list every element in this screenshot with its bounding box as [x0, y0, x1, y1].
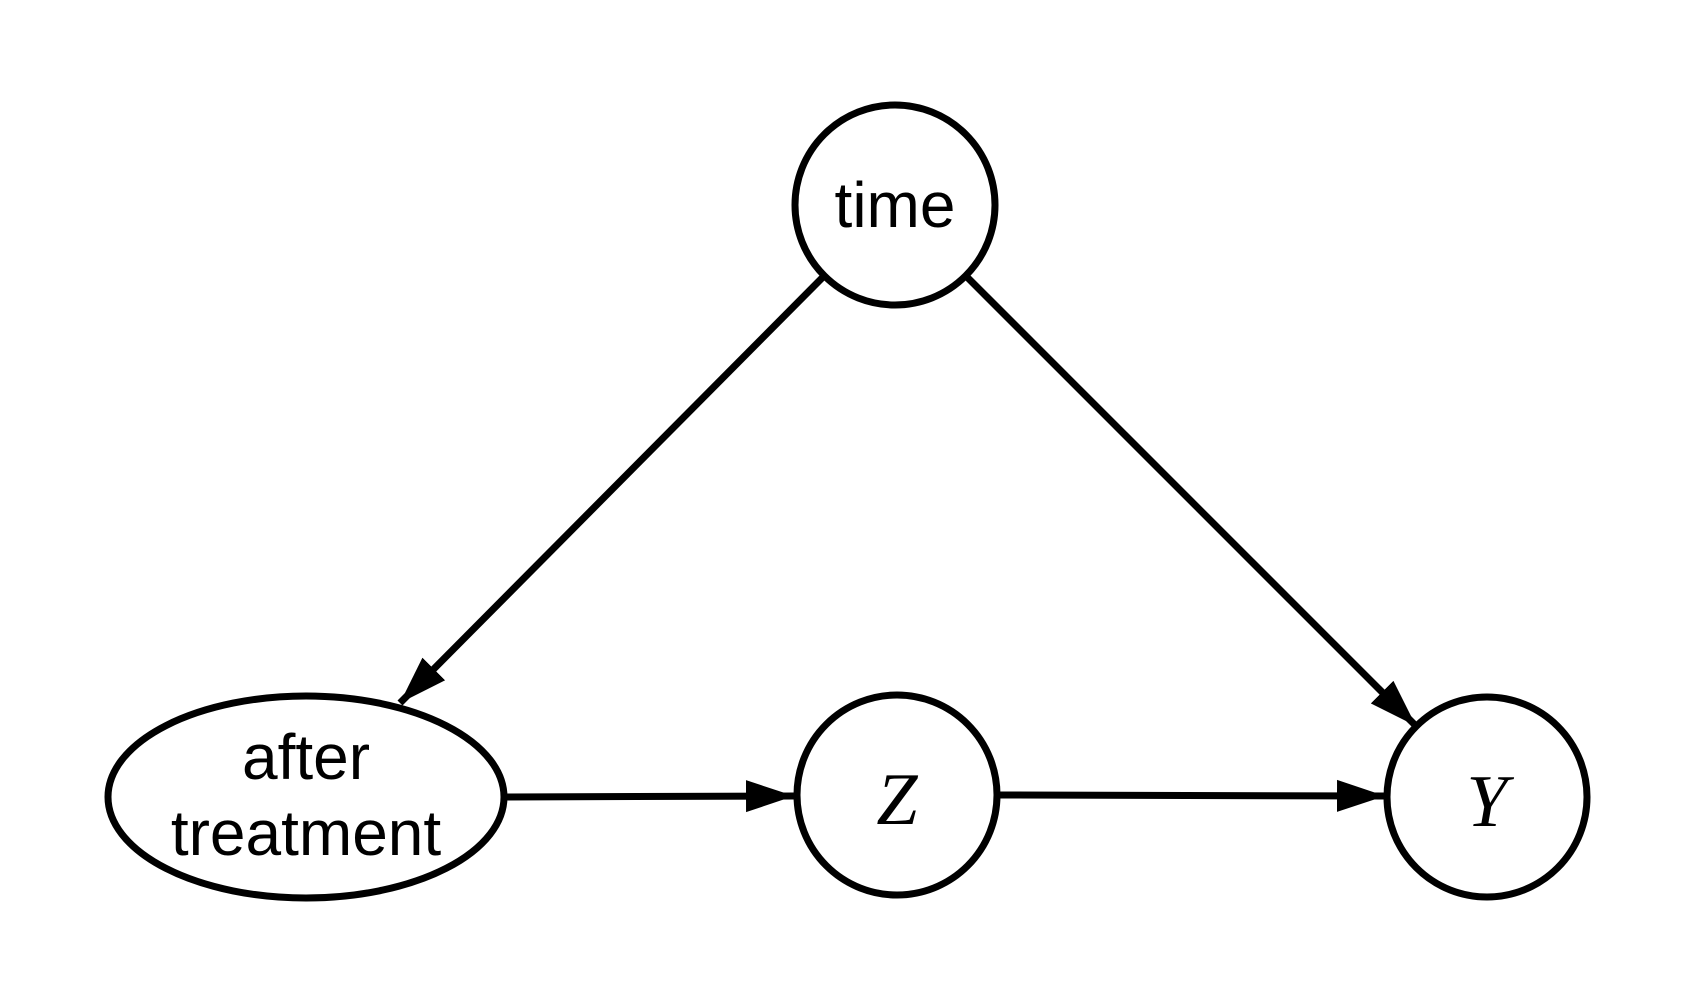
after-treatment-node-label-line1: after [242, 721, 370, 793]
node-time [791, 101, 999, 309]
after-treatment-node-label-line2: treatment [171, 797, 442, 869]
edge-z-to-y [996, 779, 1386, 812]
y-node-label: Y [1466, 761, 1514, 843]
edge-time-to-y [963, 273, 1419, 729]
edge-time-to-after-treatment [397, 273, 827, 706]
time-node-circle [791, 101, 999, 309]
time-node-label: time [835, 169, 956, 241]
node-y [1383, 693, 1591, 901]
z-node-label: Z [876, 759, 918, 841]
y-node-circle [1383, 693, 1591, 901]
edge-after-treatment-to-z [503, 780, 795, 813]
